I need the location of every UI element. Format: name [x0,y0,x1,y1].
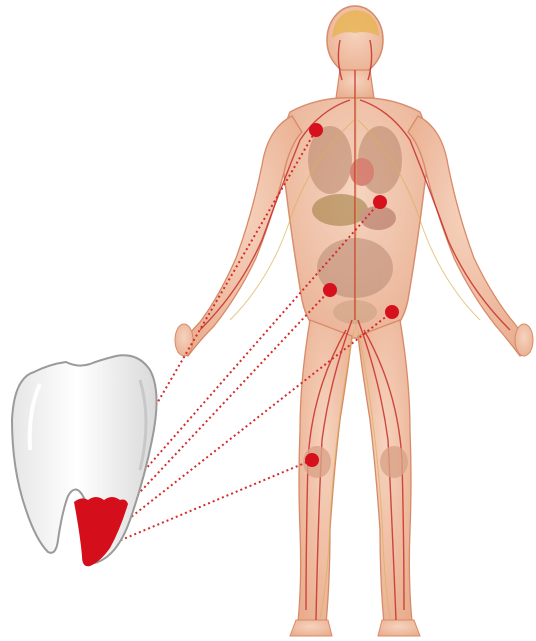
right-foot [290,620,332,636]
human-anatomy-figure [175,6,533,636]
infection-point-icon [385,305,399,319]
infection-point-icon [323,283,337,297]
infection-point-icon [305,453,319,467]
left-knee [380,446,408,478]
right-arm [178,116,302,356]
right-hand [175,324,193,356]
left-foot [378,620,420,636]
infection-point-icon [309,123,323,137]
infection-point-icon [373,195,387,209]
left-hand [515,324,533,356]
